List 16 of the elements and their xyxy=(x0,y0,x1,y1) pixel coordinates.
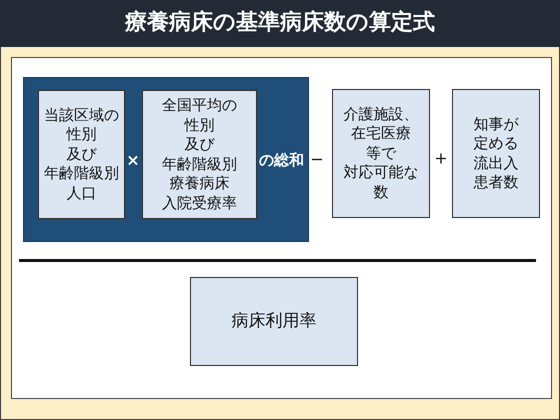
node-label: 知事が定める流出入患者数 xyxy=(474,114,518,192)
term-box xyxy=(190,277,358,366)
node-label: の総和 xyxy=(259,151,304,170)
term-box xyxy=(38,90,125,219)
term-box xyxy=(142,90,257,219)
node-label: 介護施設、在宅医療等で対応可能な数 xyxy=(344,104,418,202)
operator-symbol: − xyxy=(310,149,324,169)
node-label: 当該区域の性別及び年齢階級別人口 xyxy=(44,106,119,204)
operator-symbol: × xyxy=(126,150,140,170)
summation-box xyxy=(23,77,309,242)
node-label: 病床利用率 xyxy=(232,312,316,332)
title: 療養病床の基準病床数の算定式 xyxy=(125,10,435,36)
term-box xyxy=(452,89,540,218)
term-box xyxy=(332,89,430,218)
node-label: 全国平均の性別及び年齢階級別療養病床入院受療率 xyxy=(162,96,237,213)
operator-symbol: + xyxy=(434,148,448,168)
